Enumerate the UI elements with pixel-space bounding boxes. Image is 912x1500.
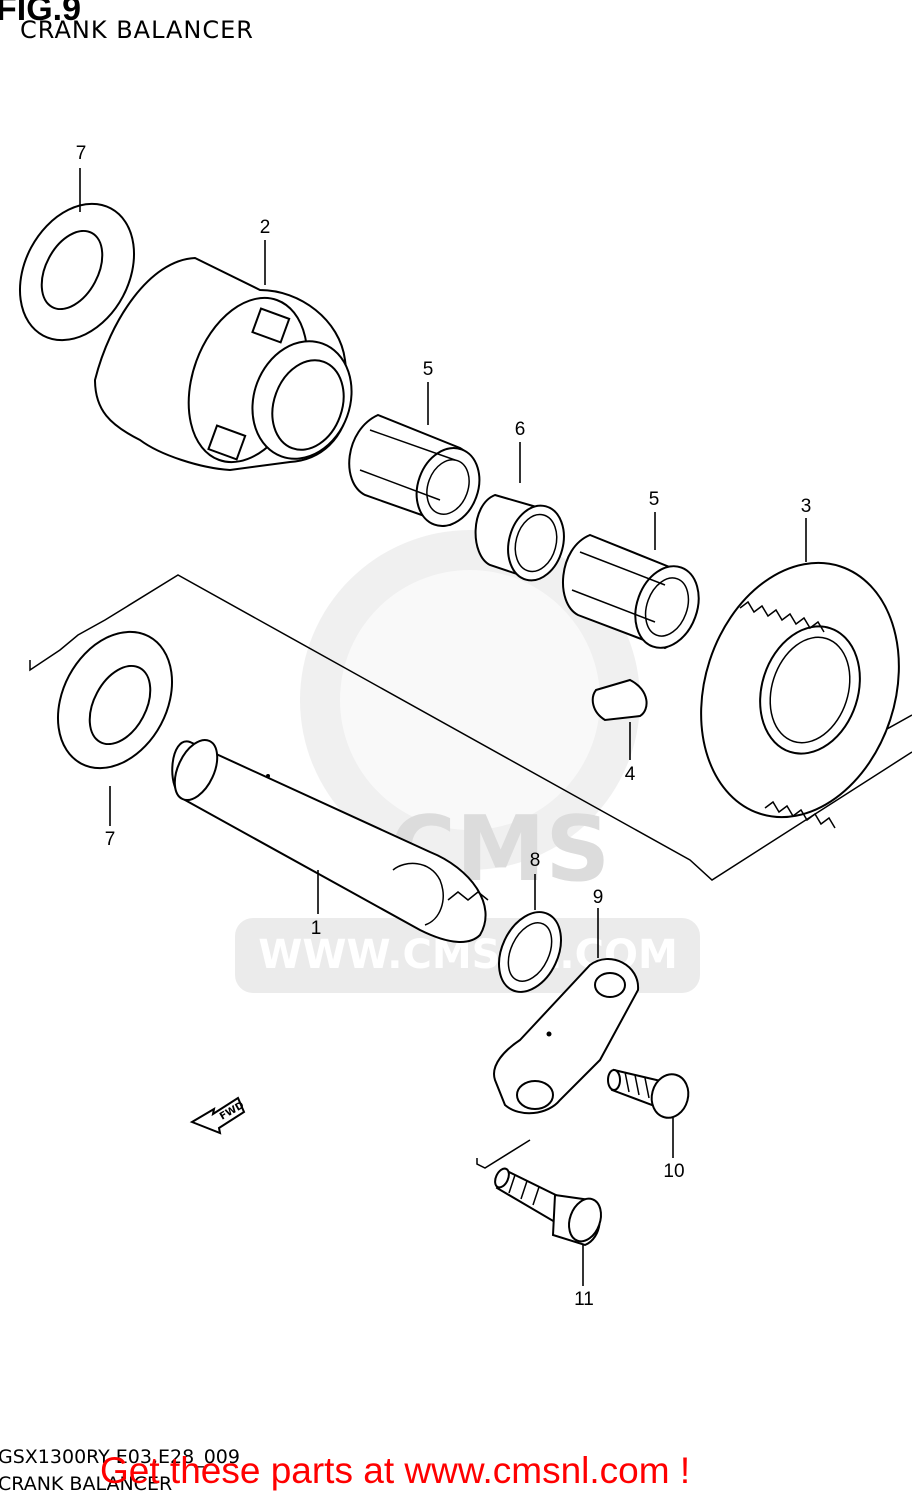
balancer-shaft xyxy=(171,739,489,943)
callout-9: 9 xyxy=(593,887,604,908)
oil-seal-lower xyxy=(56,630,174,770)
balancer-gear xyxy=(700,561,900,829)
callout-8: 8 xyxy=(530,850,541,871)
needle-bearing-upper xyxy=(348,413,481,527)
balancer-weight xyxy=(93,256,353,472)
callout-1: 1 xyxy=(311,918,322,939)
callout-5-lower: 5 xyxy=(649,489,660,510)
model-code: GSX1300RY E03,E28_009 xyxy=(0,1446,240,1468)
bolt-short xyxy=(607,1068,690,1119)
washer xyxy=(498,911,562,993)
callout-7-upper: 7 xyxy=(76,143,87,164)
callout-2: 2 xyxy=(260,217,271,238)
needle-bearing-lower xyxy=(562,533,700,650)
callout-10: 10 xyxy=(663,1161,684,1182)
bushing xyxy=(474,493,565,582)
callout-numbers: 7 2 5 6 5 3 4 7 1 8 9 10 11 xyxy=(76,143,812,1310)
oil-seal-upper xyxy=(18,202,136,342)
callout-5-upper: 5 xyxy=(423,359,434,380)
figure-label: FIG.9 xyxy=(0,0,82,28)
promo-link[interactable]: Get these parts at www.cmsnl.com ! xyxy=(100,1450,691,1491)
page-title: CRANK BALANCER xyxy=(20,16,254,44)
forward-arrow: FWD xyxy=(189,1096,246,1135)
callout-11: 11 xyxy=(574,1289,594,1310)
balancer-lever xyxy=(493,958,640,1115)
callout-3: 3 xyxy=(801,496,812,517)
woodruff-key xyxy=(591,678,648,722)
section-name: CRANK BALANCER xyxy=(0,1473,173,1495)
watermark: CMS WWW.CMSNL.COM xyxy=(235,530,700,993)
leader-lines xyxy=(79,168,807,1286)
callout-7-lower: 7 xyxy=(105,829,116,850)
bolt-long xyxy=(494,1167,602,1247)
callout-4: 4 xyxy=(625,764,636,785)
callout-6: 6 xyxy=(515,419,526,440)
